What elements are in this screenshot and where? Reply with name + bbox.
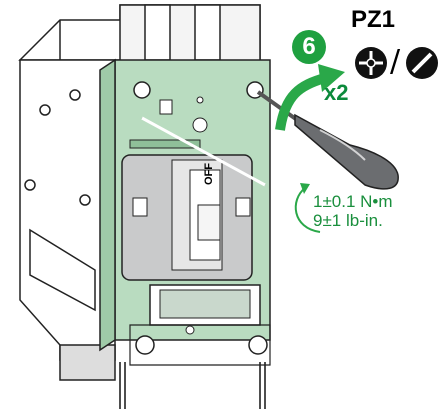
step-number-badge: 6 (292, 30, 326, 64)
tool-separator: / (390, 44, 401, 79)
torque-arc (294, 187, 321, 233)
phillips-drive-icon (355, 47, 387, 79)
repeat-count-label: x2 (324, 80, 349, 105)
flat-blade-drive-icon (406, 47, 438, 79)
terminal-block (119, 4, 261, 66)
torque-metric-label: 1±0.1 N•m (313, 192, 393, 211)
torque-imperial-label: 9±1 lb-in. (313, 211, 383, 230)
tool-standard-label: PZ1 (351, 6, 396, 33)
cover-screw-left (133, 81, 151, 99)
switch-off-label: OFF (203, 163, 215, 185)
rotation-arrow (275, 73, 327, 131)
cover-plate (99, 58, 271, 366)
screwdriver (256, 90, 399, 190)
wires (119, 362, 266, 409)
